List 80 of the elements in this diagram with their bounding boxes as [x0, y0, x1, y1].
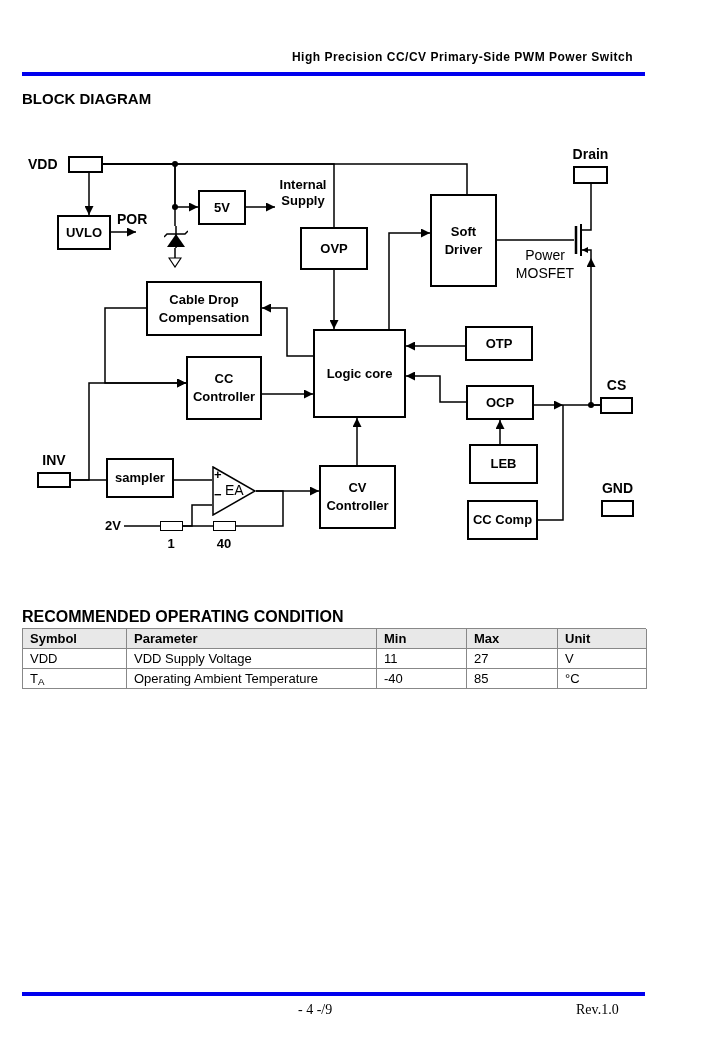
block-label: UVLO: [65, 223, 103, 242]
table-cell: Operating Ambient Temperature: [127, 669, 377, 689]
table-header-cell: Unit: [558, 629, 647, 649]
pin-label: GND: [600, 480, 635, 497]
block-box: [300, 227, 368, 270]
connector-line: [174, 247, 176, 257]
connector-line: [590, 183, 592, 223]
arrow: [329, 269, 339, 330]
component-caption: Power MOSFET: [514, 246, 576, 282]
block-box: [319, 465, 396, 529]
block-box: [465, 326, 533, 361]
pin-label: CS: [605, 377, 628, 394]
pin-label: VDD: [28, 156, 59, 173]
table-cell: T$_{A}$: [23, 669, 127, 689]
arrow: [405, 371, 467, 403]
block-label: OTP: [485, 334, 513, 353]
arrow: [405, 341, 466, 351]
block-box: [430, 194, 497, 287]
signal-label: Internal Supply: [278, 177, 328, 209]
header-title: High Precision CC/CV Primary-Side PWM Power Switch: [291, 49, 633, 66]
resistor-value: 1: [166, 535, 176, 553]
block-label: Logic core: [326, 364, 393, 383]
block-label: 5V: [214, 198, 230, 217]
connector-line: [123, 525, 161, 527]
table-cell: 27: [467, 649, 558, 669]
footer-text: Rev.1.0: [576, 1001, 619, 1019]
table-cell: 85: [467, 669, 558, 689]
arrow: [495, 419, 505, 445]
block-box: [186, 356, 262, 420]
table-cell: -40: [377, 669, 467, 689]
block-box: [313, 329, 406, 418]
block-label: Soft Driver: [443, 222, 484, 259]
connector-line: [182, 504, 213, 527]
pin-label: INV: [41, 452, 67, 469]
block-label: sampler: [115, 469, 165, 487]
block-label: Cable Drop Compensation: [157, 290, 251, 327]
signal-label: 2V: [105, 518, 121, 534]
footer-text: - 4 -/9: [298, 1001, 333, 1019]
amplifier-label: EA: [225, 482, 244, 498]
connector-line: [235, 490, 284, 527]
table-header-cell: Symbol: [23, 629, 127, 649]
connector-line: [533, 404, 601, 406]
block-box: [469, 444, 538, 484]
edge-label: POR: [117, 211, 148, 227]
arrow: [261, 389, 314, 399]
arrow: [352, 417, 362, 466]
block-box: [57, 215, 111, 250]
block-label: CC Comp: [472, 511, 533, 529]
connector-line: [70, 479, 107, 481]
block-label: CC Controller: [191, 370, 257, 406]
block-box: [106, 458, 174, 498]
table-cell: 11: [377, 649, 467, 669]
arrow: [388, 228, 431, 330]
section-heading: BLOCK DIAGRAM: [22, 89, 152, 109]
table-cell: VDD: [23, 649, 127, 669]
table-cell: VDD Supply Voltage: [127, 649, 377, 669]
arrow: [261, 303, 314, 357]
block-label: LEB: [490, 455, 517, 473]
pin-label: Drain: [571, 146, 610, 163]
table-header-cell: Min: [377, 629, 467, 649]
arrow: [84, 172, 94, 216]
table-cell: V: [558, 649, 647, 669]
arrow: [245, 202, 276, 212]
table-header-cell: Max: [467, 629, 558, 649]
block-box: [467, 500, 538, 540]
block-box: [198, 190, 246, 225]
block-box: [146, 281, 262, 336]
block-label: OCP: [485, 393, 515, 412]
input-sign: +: [214, 468, 222, 481]
table-header-cell: Parameter: [127, 629, 377, 649]
section-heading: RECOMMENDED OPERATING CONDITION: [22, 607, 344, 627]
resistor-value: 40: [215, 535, 233, 553]
connector-line: [173, 479, 213, 481]
connector-line: [496, 239, 575, 241]
block-label: CV Controller: [325, 479, 390, 515]
block-box: [466, 385, 534, 420]
block-label: OVP: [320, 239, 348, 258]
input-sign: −: [214, 488, 222, 501]
table-cell: °C: [558, 669, 647, 689]
arrow: [110, 227, 137, 237]
